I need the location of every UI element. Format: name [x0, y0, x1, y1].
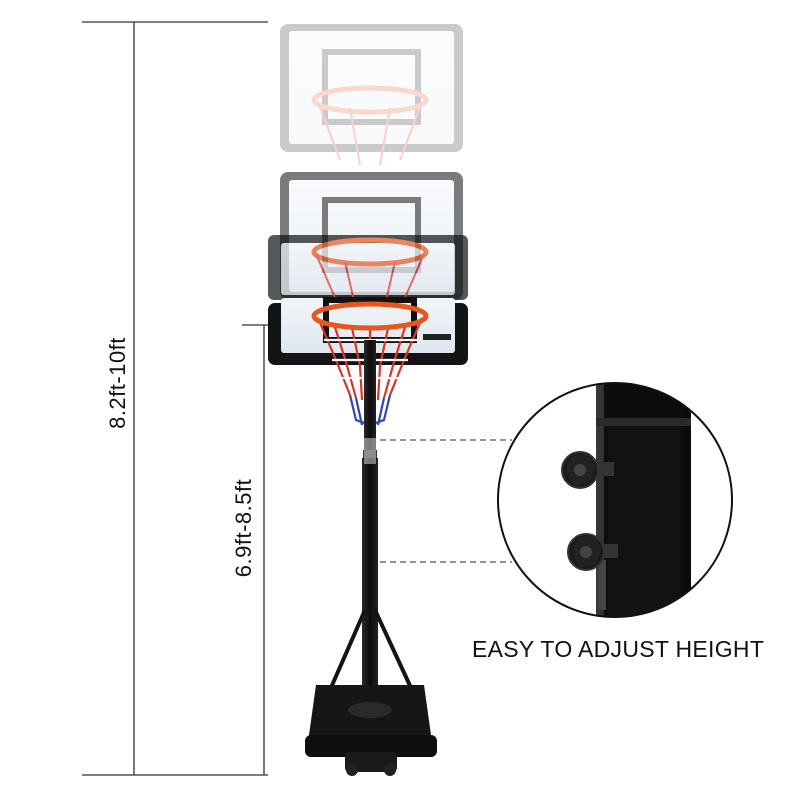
support-braces — [328, 609, 414, 691]
callout-caption: EASY TO ADJUST HEIGHT — [472, 636, 765, 662]
adjustment-knob-icon — [567, 533, 618, 571]
outer-height-range-label: 8.2ft-10ft — [105, 337, 130, 429]
base — [305, 685, 437, 776]
adjustment-knob-icon — [561, 451, 614, 489]
inner-height-range-label: 6.9ft-8.5ft — [231, 478, 256, 578]
ghost-backboard-low — [268, 235, 468, 306]
height-adjust-callout — [497, 382, 733, 618]
ghost-backboard-top — [280, 24, 463, 166]
rim — [311, 301, 429, 331]
dimension-outer — [82, 21, 268, 776]
leader-lines — [380, 439, 512, 563]
pole — [362, 340, 378, 748]
